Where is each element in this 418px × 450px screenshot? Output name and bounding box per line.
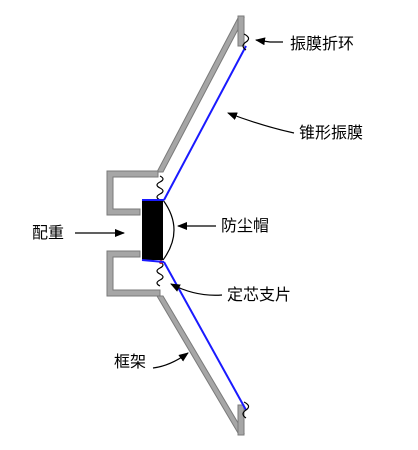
dust-cap bbox=[162, 199, 175, 261]
spider-upper bbox=[156, 175, 164, 201]
leader-lines bbox=[75, 37, 295, 369]
arrow-cone bbox=[227, 112, 295, 134]
label-surround: 振膜折环 bbox=[290, 34, 354, 53]
frame-lower-arm bbox=[156, 295, 245, 434]
frame-bottom-flange bbox=[237, 404, 245, 436]
surround-upper bbox=[242, 33, 250, 51]
surround bbox=[242, 33, 250, 419]
frame-lower-housing bbox=[106, 250, 161, 297]
frame-upper-arm bbox=[156, 17, 245, 173]
spider-lower bbox=[156, 261, 164, 287]
frame bbox=[106, 15, 245, 436]
frame-top-flange bbox=[237, 15, 245, 47]
cone-upper-line bbox=[163, 45, 247, 201]
label-spider: 定芯支片 bbox=[227, 285, 291, 304]
cone-neck-lower bbox=[141, 259, 165, 263]
arrow-surround bbox=[255, 37, 283, 46]
arrow-spider bbox=[170, 283, 223, 296]
label-frame: 框架 bbox=[114, 352, 146, 371]
label-cone: 锥形振膜 bbox=[299, 123, 363, 142]
magnet-block bbox=[142, 200, 163, 260]
label-dust-cap: 防尘帽 bbox=[221, 216, 269, 235]
arrow-frame bbox=[152, 352, 189, 369]
label-counterweight: 配重 bbox=[32, 223, 64, 242]
frame-upper-housing bbox=[106, 170, 159, 216]
surround-lower bbox=[242, 401, 250, 419]
